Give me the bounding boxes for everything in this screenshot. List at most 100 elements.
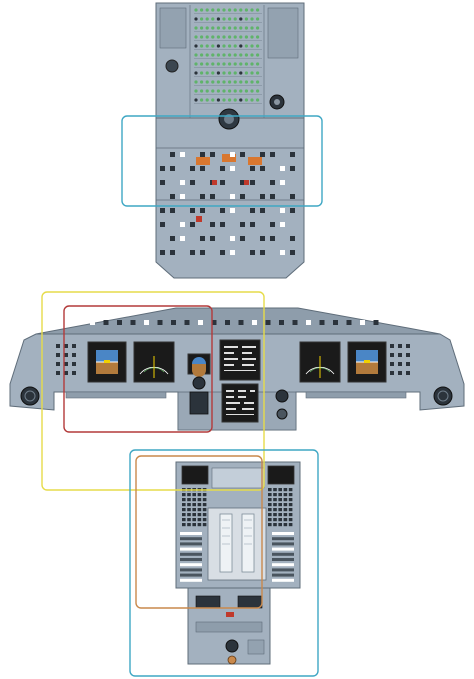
circuit-breaker	[228, 71, 232, 75]
overhead-switch	[260, 208, 265, 213]
mcdu-key	[278, 498, 282, 502]
circuit-breaker	[211, 98, 215, 102]
circuit-breaker	[216, 53, 220, 57]
overhead-switch	[160, 180, 165, 185]
clock-dial	[192, 376, 206, 390]
radio-panel-row	[180, 568, 202, 572]
mcdu-key	[278, 488, 282, 492]
circuit-breaker	[250, 80, 254, 84]
circuit-breaker	[244, 17, 248, 21]
circuit-breaker	[205, 89, 209, 93]
glareshield-button	[306, 320, 311, 325]
overhead-switch	[220, 166, 225, 171]
circuit-breaker	[222, 89, 226, 93]
mcdu-key	[268, 518, 272, 522]
circuit-breaker	[194, 62, 198, 66]
overhead-switch	[170, 166, 175, 171]
circuit-breaker	[211, 26, 215, 30]
overhead-switch	[210, 222, 215, 227]
circuit-breaker	[256, 44, 260, 48]
mcdu-key	[278, 518, 282, 522]
circuit-breaker	[250, 35, 254, 39]
mcdu-key	[187, 508, 191, 512]
circuit-breaker	[222, 80, 226, 84]
circuit-breaker	[222, 53, 226, 57]
circuit-breaker	[200, 89, 204, 93]
mcdu-key	[268, 508, 272, 512]
radio-panel-row	[180, 558, 202, 561]
radio-panel-row	[272, 542, 294, 546]
overhead-switch	[270, 222, 275, 227]
mcdu-key	[288, 508, 293, 512]
circuit-breaker	[228, 44, 232, 48]
overhead-switch	[230, 152, 235, 157]
circuit-breaker	[250, 44, 254, 48]
panel-button	[398, 353, 402, 357]
circuit-breaker	[228, 80, 232, 84]
circuit-breaker	[216, 17, 220, 21]
overhead-switch	[190, 180, 195, 185]
circuit-breaker	[200, 8, 204, 12]
radio-panel-row	[272, 537, 294, 541]
glareshield-button	[319, 320, 325, 325]
circuit-breaker	[200, 98, 204, 102]
mcdu-key	[283, 518, 288, 522]
thrust-quadrant	[207, 507, 267, 581]
brake-gauge	[275, 389, 289, 403]
overhead-switch	[270, 180, 275, 185]
circuit-breaker	[244, 44, 248, 48]
circuit-breaker	[233, 26, 237, 30]
mcdu-key	[182, 523, 186, 527]
overhead-switch	[220, 250, 225, 255]
circuit-breaker	[200, 53, 204, 57]
circuit-breaker	[200, 71, 204, 75]
overhead-switch	[260, 166, 265, 171]
overhead-left-knob	[165, 59, 179, 73]
circuit-breaker	[211, 8, 215, 12]
circuit-breaker	[244, 53, 248, 57]
mcdu-key	[202, 493, 207, 497]
mcdu-key	[288, 488, 293, 492]
circuit-breaker	[222, 26, 226, 30]
radio-panel-row	[180, 542, 202, 546]
circuit-breaker	[211, 71, 215, 75]
mcdu-key	[273, 498, 277, 502]
mcdu-key	[283, 503, 288, 507]
circuit-breaker	[228, 98, 232, 102]
overhead-switch	[280, 222, 285, 227]
circuit-breaker	[222, 71, 226, 75]
captain-red-frame	[63, 305, 213, 433]
overhead-switch	[290, 208, 295, 213]
circuit-breaker	[239, 71, 243, 75]
glareshield-button	[333, 320, 338, 325]
circuit-breaker	[239, 53, 243, 57]
overhead-cyan-frame	[121, 115, 323, 207]
mcdu-key	[278, 503, 282, 507]
overhead-switch	[250, 180, 255, 185]
glareshield-button	[171, 320, 176, 325]
radio-panel-row	[272, 552, 294, 556]
circuit-breaker	[239, 26, 243, 30]
circuit-breaker	[205, 53, 209, 57]
panel-button	[72, 371, 76, 375]
radio-panel-row	[272, 573, 294, 577]
overhead-switch	[170, 208, 175, 213]
glareshield-button	[211, 320, 217, 325]
circuit-breaker	[228, 62, 232, 66]
panel-button	[72, 353, 76, 357]
glareshield-button	[360, 320, 365, 325]
circuit-breaker	[194, 44, 198, 48]
left-mcdu-screen	[181, 465, 209, 485]
overhead-panel	[155, 2, 305, 279]
circuit-breaker	[244, 8, 248, 12]
circuit-breaker	[256, 8, 260, 12]
circuit-breaker	[256, 62, 260, 66]
overhead-switch	[160, 222, 165, 227]
overhead-switch	[190, 208, 195, 213]
panel-button	[56, 344, 60, 348]
mcdu-key	[192, 503, 196, 507]
overhead-switch	[180, 236, 185, 241]
panel-button	[390, 371, 394, 375]
